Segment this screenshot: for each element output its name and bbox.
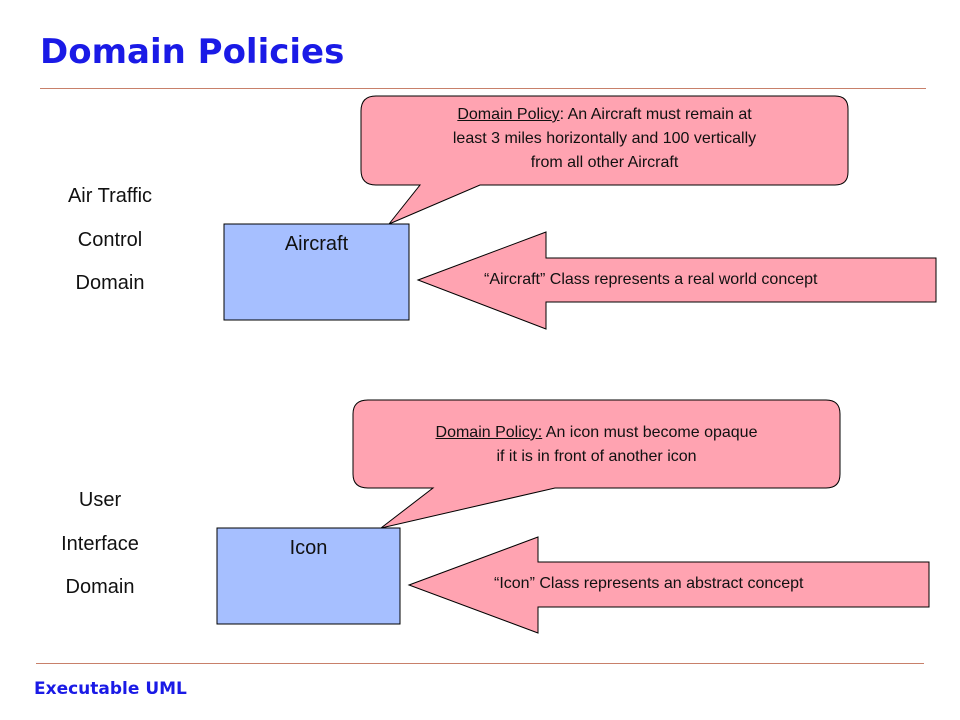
title-divider (40, 88, 926, 89)
domain-label-line: Control (77, 229, 143, 251)
policy-line: from all other Aircraft (530, 154, 679, 171)
aircraft-class-box (223, 223, 410, 321)
policy-line: least 3 miles horizontally and 100 verti… (452, 130, 757, 147)
icon-concept-arrow (407, 536, 930, 634)
domain-label-line: Interface (61, 533, 139, 555)
aircraft-concept-text: “Aircraft” Class represents a real world… (484, 271, 818, 288)
aircraft-policy-callout (360, 95, 849, 225)
policy-separator: : (559, 106, 568, 123)
domain-label-line: Air Traffic (67, 185, 153, 207)
domain-label-line: User (78, 489, 122, 511)
policy-line: Domain Policy: An Aircraft must remain a… (361, 103, 848, 127)
policy-line: if it is in front of another icon (496, 448, 697, 465)
policy-line-text: An Aircraft must remain at (567, 106, 752, 123)
icon-class-name: Icon (289, 537, 328, 559)
icon-policy-text: Domain Policy: An icon must become opaqu… (353, 421, 840, 469)
policy-line: Domain Policy: An icon must become opaqu… (353, 421, 840, 445)
aircraft-class-name: Aircraft (284, 233, 349, 255)
policy-label: Domain Policy (457, 106, 560, 123)
icon-class-box (216, 527, 401, 625)
footer-divider (36, 663, 924, 664)
icon-policy-callout (352, 399, 841, 529)
domain-label-line: Domain (75, 272, 145, 294)
domain-label-line: Domain (65, 576, 135, 598)
aircraft-concept-arrow (416, 231, 937, 330)
footer-text: Executable UML (34, 679, 187, 699)
policy-line-text: An icon must become opaque (545, 424, 758, 441)
icon-concept-text: “Icon” Class represents an abstract conc… (494, 575, 804, 592)
slide-title: Domain Policies (40, 32, 345, 72)
aircraft-policy-text: Domain Policy: An Aircraft must remain a… (361, 103, 848, 175)
policy-label: Domain Policy: (435, 424, 543, 441)
